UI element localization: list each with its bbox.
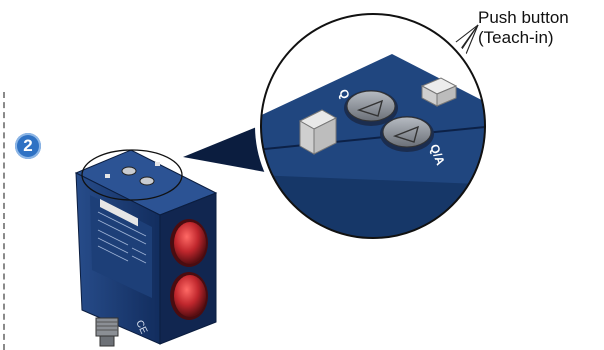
connector-icon: [96, 318, 118, 346]
push-button-qa: [380, 116, 434, 152]
receiver-lens: [170, 272, 208, 320]
mini-button-q: [122, 167, 136, 175]
mini-clip: [105, 174, 110, 178]
emitter-lens: [170, 219, 208, 267]
sensor-front-face: [160, 193, 216, 344]
mini-clip-right: [155, 162, 160, 166]
zoom-detail-view: Q Q/A: [250, 8, 505, 250]
photoelectric-sensor: CE: [76, 150, 216, 346]
mini-button-qa: [140, 177, 154, 185]
